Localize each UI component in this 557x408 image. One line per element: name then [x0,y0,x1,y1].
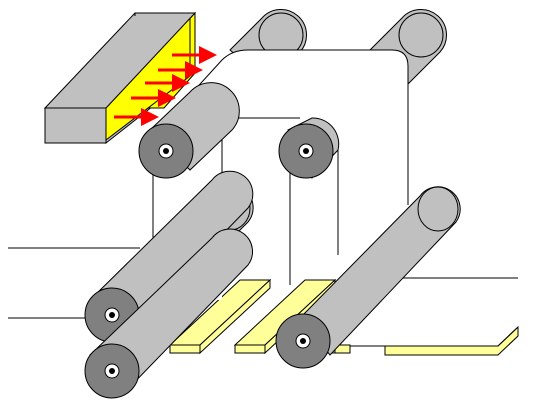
roller-bottom-rear-right [299,186,461,356]
light-arrows [114,46,217,126]
plate-right [384,325,519,356]
roller-bottom-center [275,313,331,369]
roller-top-front-left [138,82,240,179]
roller-top-front-right [278,117,340,179]
lamp-block-icon [43,11,197,145]
roller-bottom-left-lower [84,228,253,399]
plate-left [168,278,272,355]
